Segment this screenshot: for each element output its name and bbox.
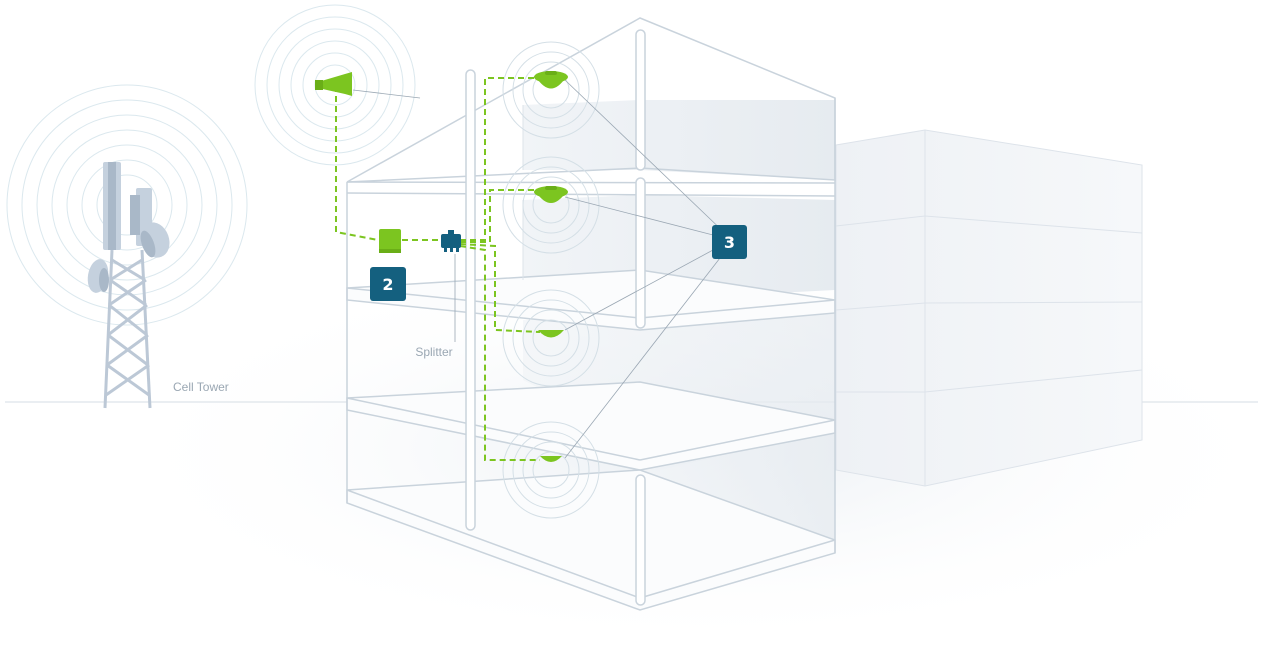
dome-antenna-icon <box>534 186 568 203</box>
indoor-antennas-badge-number: 3 <box>724 233 735 252</box>
booster-badge: 2 <box>370 267 406 301</box>
callout-lines <box>352 79 731 459</box>
indoor-signal-rings <box>502 41 600 519</box>
signal-booster-icon <box>379 229 401 253</box>
dome-antenna-icon <box>534 71 568 89</box>
cell-tower-icon <box>87 162 170 409</box>
splitter-icon <box>441 230 461 252</box>
splitter-label: Splitter <box>415 345 452 359</box>
outdoor-antenna-icon <box>315 72 352 96</box>
dome-antenna-icon <box>540 456 562 462</box>
cell-tower-label: Cell Tower <box>173 380 229 394</box>
neighbor-building <box>835 129 1143 487</box>
dome-antenna-icon <box>538 330 564 338</box>
main-building <box>346 17 836 611</box>
tower-signal-rings <box>6 84 248 326</box>
indoor-antennas-badge: 3 <box>712 225 747 259</box>
booster-badge-number: 2 <box>382 275 393 294</box>
